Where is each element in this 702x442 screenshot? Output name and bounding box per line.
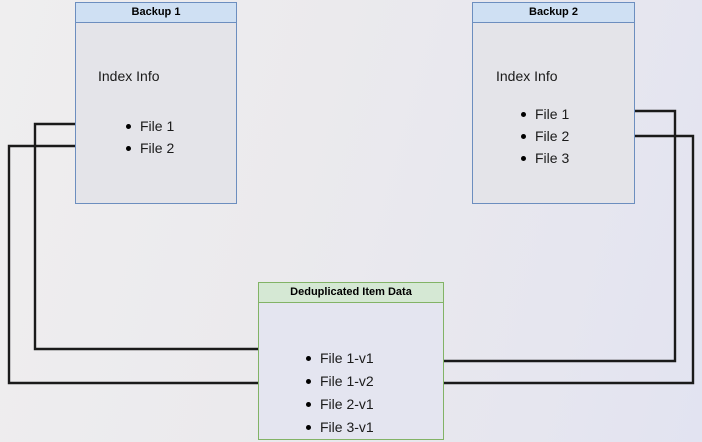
list-item[interactable]: File 1-v2 (304, 370, 374, 393)
backup-2-index-label: Index Info (496, 68, 558, 84)
node-dedup-body: File 1-v1 File 1-v2 File 2-v1 File 3-v1 (259, 303, 443, 439)
node-backup-2[interactable]: Backup 2 Index Info File 1 File 2 File 3 (472, 2, 635, 204)
list-item[interactable]: File 1-v1 (304, 347, 374, 370)
node-backup-1-body: Index Info File 1 File 2 (76, 23, 236, 203)
list-item[interactable]: File 1 (124, 115, 174, 137)
backup-1-index-label: Index Info (98, 68, 160, 84)
connector-backup1-file2 (7, 144, 299, 387)
node-backup-1-title: Backup 1 (76, 3, 236, 23)
list-item[interactable]: File 3-v1 (304, 416, 374, 439)
node-backup-2-body: Index Info File 1 File 2 File 3 (473, 23, 634, 203)
node-backup-2-title: Backup 2 (473, 3, 634, 23)
backup-2-file-list: File 1 File 2 File 3 (519, 103, 569, 169)
list-item[interactable]: File 1 (519, 103, 569, 125)
node-backup-1[interactable]: Backup 1 Index Info File 1 File 2 (75, 2, 237, 204)
list-item[interactable]: File 2 (124, 137, 174, 159)
list-item[interactable]: File 2 (519, 125, 569, 147)
backup-1-file-list: File 1 File 2 (124, 115, 174, 159)
node-deduplicated-item-data[interactable]: Deduplicated Item Data File 1-v1 File 1-… (258, 282, 444, 440)
list-item[interactable]: File 3 (519, 147, 569, 169)
list-item[interactable]: File 2-v1 (304, 393, 374, 416)
connector-backup2-file2 (392, 134, 695, 387)
dedup-file-list: File 1-v1 File 1-v2 File 2-v1 File 3-v1 (304, 347, 374, 439)
connector-backup2-file1 (392, 109, 677, 365)
node-dedup-title: Deduplicated Item Data (259, 283, 443, 303)
